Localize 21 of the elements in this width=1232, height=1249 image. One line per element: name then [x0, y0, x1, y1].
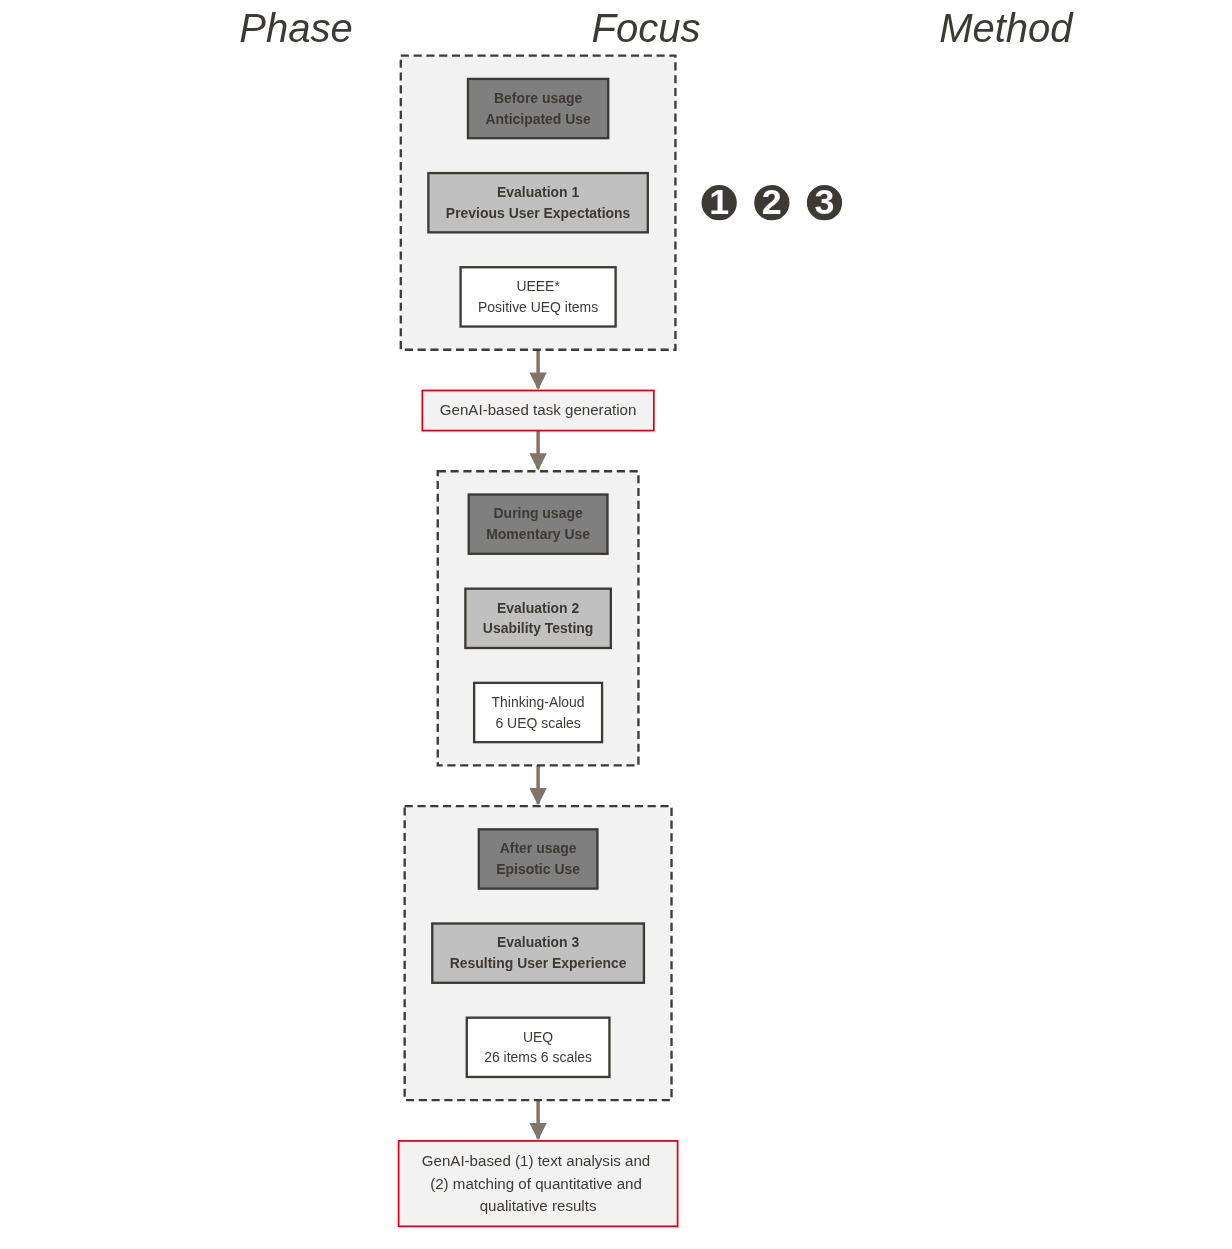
- column-heading: Focus: [591, 6, 701, 51]
- node-box: Thinking-Aloud 6 UEQ scales: [473, 681, 604, 744]
- arrow: [529, 430, 547, 471]
- node-box: Evaluation 3 Resulting User Experience: [431, 922, 646, 984]
- node-box: Before usage Anticipated Use: [466, 77, 610, 140]
- arrow: [529, 1100, 547, 1141]
- node-box: GenAI-based (1) text analysis and (2) matching of quantitative and qualitative results: [397, 1140, 679, 1228]
- arrow: [529, 349, 547, 390]
- node-box: UEEE* Positive UEQ items: [459, 266, 617, 328]
- arrow: [529, 765, 547, 806]
- node-box: After usage Episotic Use: [477, 828, 599, 890]
- node-box: During usage Momentary Use: [467, 493, 609, 555]
- node-box: Evaluation 2 Usability Testing: [464, 587, 612, 650]
- column-heading: Phase: [239, 6, 353, 51]
- node-box: UEQ 26 items 6 scales: [465, 1016, 611, 1079]
- column-heading: Method: [939, 6, 1073, 51]
- cluster: [399, 54, 677, 351]
- node-box: Evaluation 1 Previous User Expectations: [427, 171, 649, 234]
- cluster: [436, 470, 640, 767]
- cluster: [403, 804, 673, 1102]
- node-box: GenAI-based task generation: [421, 389, 655, 432]
